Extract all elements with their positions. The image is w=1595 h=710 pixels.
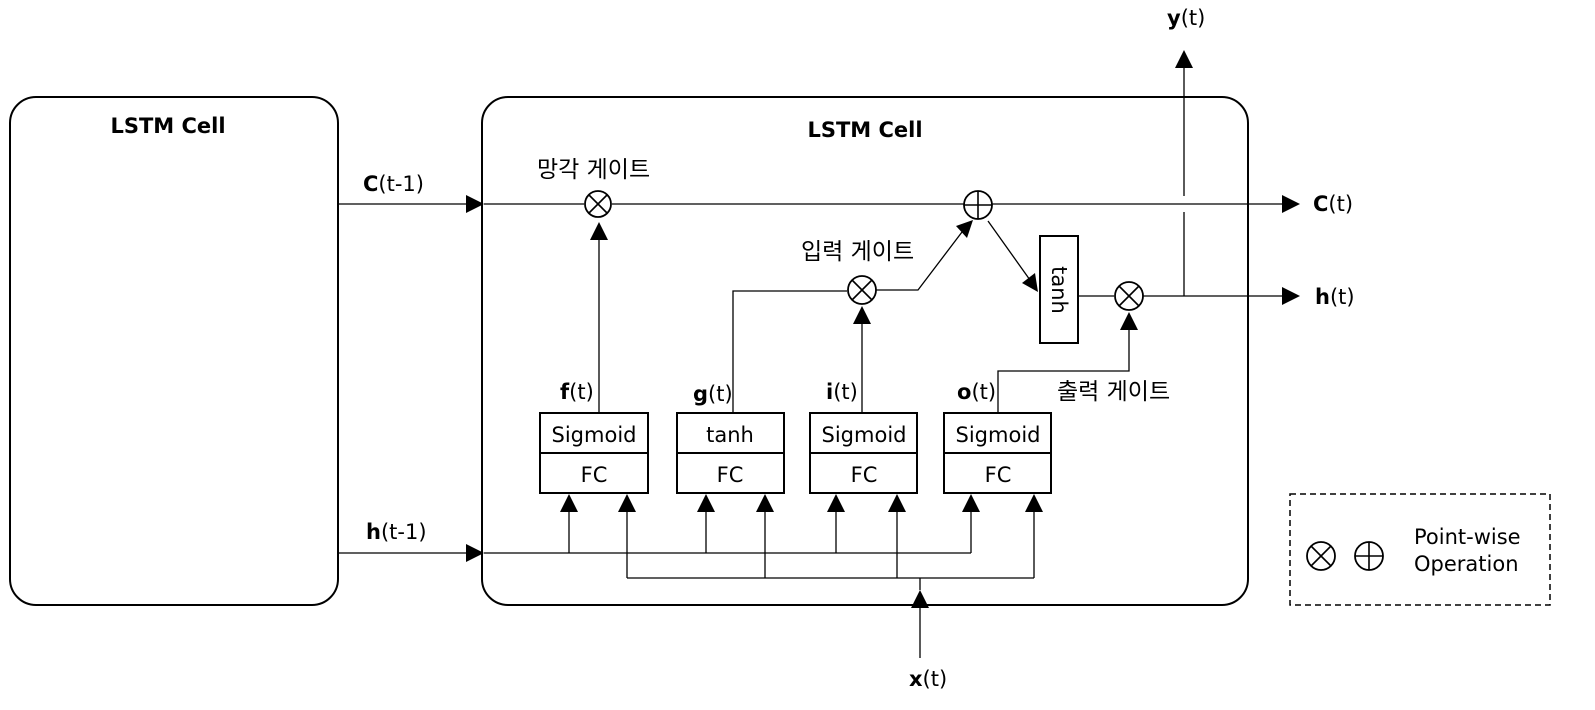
x-input-arrowhead <box>911 590 929 608</box>
unit-candidate: tanh FC <box>676 412 785 494</box>
cell-tanh-label: tanh <box>1047 266 1071 314</box>
h-prev-arrowhead <box>466 544 484 562</box>
unit-input: Sigmoid FC <box>809 412 918 494</box>
cell-tanh-box <box>1039 235 1079 344</box>
current-lstm-cell <box>481 96 1249 606</box>
output-gate-label: 출력 게이트 <box>1057 379 1170 405</box>
layer-label: FC <box>581 463 608 487</box>
c-prev-arrowhead <box>466 195 484 213</box>
layer-label: FC <box>985 463 1012 487</box>
previous-cell-title: LSTM Cell <box>110 114 225 138</box>
h-out-label: h(t) <box>1315 285 1355 309</box>
legend-text-line2: Operation <box>1414 552 1519 576</box>
x-label: x(t) <box>909 667 947 691</box>
y-out-arrowhead <box>1175 50 1193 68</box>
legend: Point-wise Operation <box>1289 493 1551 606</box>
y-out-label: y(t) <box>1167 6 1205 30</box>
input-gate-label: 입력 게이트 <box>801 239 914 265</box>
g-label: g(t) <box>693 382 733 406</box>
add-icon <box>963 190 993 220</box>
activation-label: Sigmoid <box>956 423 1041 447</box>
forget-multiply-icon <box>584 190 612 218</box>
input-multiply-icon <box>847 275 877 305</box>
activation-label: tanh <box>706 423 754 447</box>
c-out-arrowhead <box>1282 195 1300 213</box>
o-label: o(t) <box>957 380 996 404</box>
previous-lstm-cell <box>9 96 339 606</box>
legend-add-icon <box>1354 541 1384 571</box>
i-label: i(t) <box>826 380 858 404</box>
h-prev-label: h(t-1) <box>366 520 427 544</box>
o-line <box>997 328 1130 413</box>
g-line <box>732 290 847 413</box>
unit-input-connections <box>560 494 1043 578</box>
layer-label: FC <box>717 463 744 487</box>
forget-gate-label: 망각 게이트 <box>537 157 650 183</box>
unit-output: Sigmoid FC <box>943 412 1052 494</box>
activation-label: Sigmoid <box>822 423 907 447</box>
unit-forget: Sigmoid FC <box>539 412 649 494</box>
h-out-arrowhead <box>1282 287 1300 305</box>
activation-label: Sigmoid <box>552 423 637 447</box>
legend-text-line1: Point-wise <box>1414 525 1521 549</box>
legend-multiply-icon <box>1306 541 1336 571</box>
current-cell-title: LSTM Cell <box>807 118 922 142</box>
c-out-label: C(t) <box>1313 192 1353 216</box>
output-multiply-icon <box>1114 281 1144 311</box>
layer-label: FC <box>851 463 878 487</box>
f-label: f(t) <box>560 380 594 404</box>
c-prev-label: C(t-1) <box>363 172 424 196</box>
